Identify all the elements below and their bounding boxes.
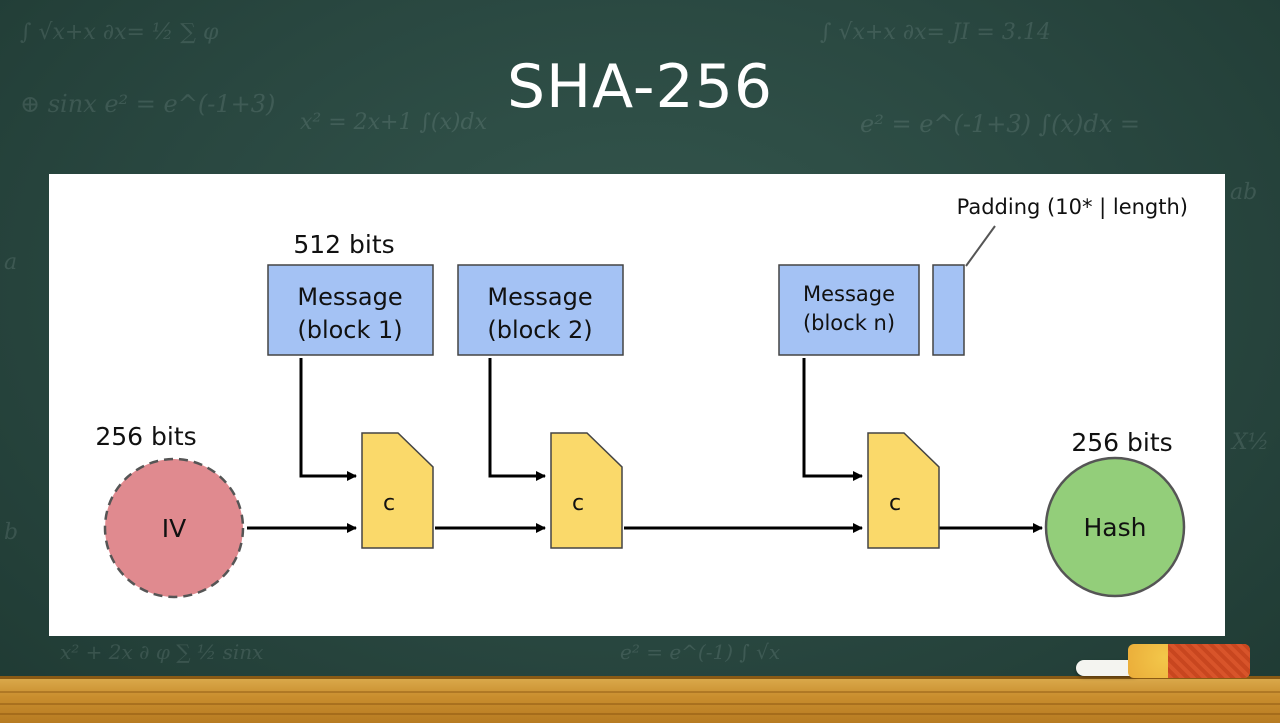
- diagram-panel: Padding (10* | length) 512 bits Message …: [49, 174, 1225, 636]
- message-block-2: Message (block 2): [457, 264, 624, 356]
- padding-label: Padding (10* | length): [957, 195, 1188, 220]
- arrow-block1-to-c1: [299, 358, 357, 481]
- chalk-doodle: ab: [1230, 180, 1258, 205]
- arrow-block2-to-c2: [488, 358, 546, 481]
- chalk-doodle: a: [4, 250, 18, 275]
- compression-function-2-label: c: [572, 491, 584, 516]
- chalk-doodle: ∫ √x+x ∂x= ½ ∑ φ: [20, 20, 219, 45]
- chalk-doodle: x² + 2x ∂ φ ∑ ½ sinx: [60, 640, 264, 664]
- block-size-label: 512 bits: [293, 230, 394, 259]
- compression-function-n: c: [867, 432, 940, 549]
- message-block-1-line1: Message: [297, 283, 402, 311]
- compression-function-1: c: [361, 432, 434, 549]
- message-block-1: Message (block 1): [267, 264, 434, 356]
- iv-node: IV: [103, 457, 245, 599]
- chalk-doodle: e² = e^(-1+3) ∫(x)dx =: [860, 110, 1141, 138]
- hash-size-label: 256 bits: [1071, 428, 1172, 457]
- chalk-doodle: ⊕ sinx e² = e^(-1+3): [20, 90, 276, 118]
- message-block-1-line2: (block 1): [297, 316, 402, 344]
- compression-function-n-label: c: [889, 491, 901, 516]
- padding-block: [932, 264, 965, 356]
- sponge-eraser-icon: [1128, 644, 1250, 678]
- chalk-doodle: b: [4, 520, 19, 545]
- slide-title: SHA-256: [506, 52, 774, 122]
- chalk-ledge: [0, 676, 1280, 723]
- chalk-stick-icon: [1076, 660, 1140, 676]
- arrow-blockn-to-cn: [802, 358, 863, 481]
- message-block-2-line1: Message: [487, 283, 592, 311]
- sha256-diagram: Padding (10* | length) 512 bits Message …: [95, 195, 1188, 599]
- compression-function-1-label: c: [383, 491, 395, 516]
- iv-label: IV: [162, 514, 186, 543]
- message-block-n: Message (block n): [778, 264, 920, 356]
- compression-function-2: c: [550, 432, 623, 549]
- hash-node: Hash: [1044, 456, 1186, 598]
- chalk-doodle: e² = e^(-1) ∫ √x: [620, 640, 781, 664]
- padding-leader-line: [965, 225, 996, 267]
- message-block-n-line1: Message: [803, 282, 895, 306]
- message-block-2-line2: (block 2): [487, 316, 592, 344]
- iv-size-label: 256 bits: [95, 422, 196, 451]
- chalk-doodle: x² = 2x+1 ∫(x)dx: [300, 110, 487, 135]
- message-block-n-line2: (block n): [803, 311, 895, 335]
- chalk-doodle: X½: [1232, 430, 1269, 455]
- hash-label: Hash: [1084, 513, 1147, 542]
- chalk-doodle: ∫ √x+x ∂x= JI = 3.14: [820, 20, 1051, 45]
